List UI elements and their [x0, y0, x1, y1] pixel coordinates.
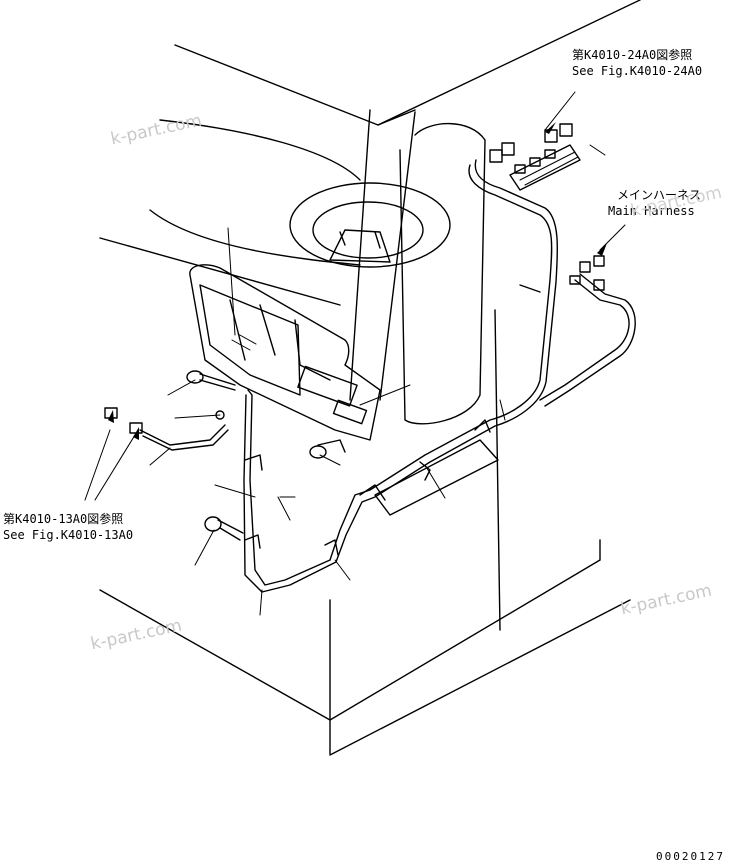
main-harness-label-jp: メインハーネス: [617, 188, 702, 202]
top-reference-en: See Fig.K4010-24A0: [572, 64, 703, 78]
steering-wheel: [289, 182, 451, 268]
cab-outline: [99, 0, 641, 756]
top-reference-jp: 第K4010-24A0図参照: [572, 48, 693, 62]
left-reference-jp: 第K4010-13A0図参照: [3, 512, 124, 526]
main-harness: [243, 159, 636, 593]
top-connector-block: [489, 123, 581, 191]
harness-protector: [244, 419, 499, 556]
left-reference-en: See Fig.K4010-13A0: [3, 528, 134, 542]
drawing-code: 00020127: [656, 850, 725, 863]
arrowheads: [108, 122, 607, 440]
leader-lines: [84, 91, 626, 616]
bolts-and-clips: [104, 370, 346, 541]
main-harness-label-en: Main Harness: [608, 204, 695, 218]
instrument-panel: [189, 264, 381, 441]
